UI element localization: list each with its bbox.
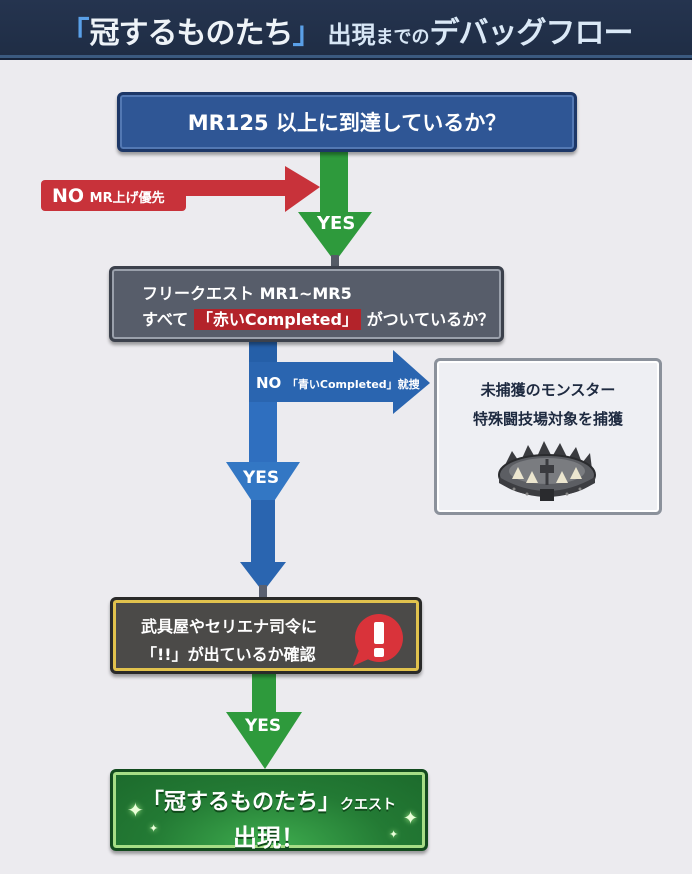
- free-quest-prefix: すべて: [142, 310, 189, 329]
- yes-label-1: YES: [317, 213, 356, 234]
- no-arrow-blue: [249, 350, 430, 414]
- sparkle-icon: ✦: [403, 808, 419, 829]
- capture-line2: 特殊闘技場対象を捕獲: [472, 410, 623, 428]
- sparkle-icon: ✦: [389, 828, 399, 841]
- sparkle-icon: ✦: [127, 798, 144, 822]
- result-line2: 出現！: [233, 824, 305, 852]
- node-npc-check: 武具屋やセリエナ司令に 「!!」が出ているか確認: [110, 597, 422, 674]
- free-quest-line1: フリークエスト MR1~MR5: [142, 284, 352, 303]
- no-arrow-mr: [41, 166, 320, 212]
- node-mr-check: MR125 以上に到達しているか？: [117, 92, 577, 152]
- no-text: NO: [256, 374, 282, 392]
- red-completed-tag: 「赤いCompleted」: [193, 309, 361, 330]
- yes-label-2: YES: [243, 468, 280, 488]
- free-quest-suffix: がついているか？: [366, 310, 495, 329]
- free-quest-line2: すべて 「赤いCompleted」 がついているか？: [142, 307, 501, 333]
- result-quest-suffix: クエスト: [340, 797, 396, 813]
- no-text: NO: [52, 185, 85, 207]
- yes-label-3: YES: [245, 716, 282, 736]
- no-mr-reason: MR上げ優先: [89, 191, 165, 206]
- node-result: 「冠するものたち」クエスト 出現！ ✦ ✦ ✦ ✦: [110, 769, 428, 852]
- result-line1: 「冠するものたち」クエスト: [113, 784, 425, 816]
- title-mid: 出現: [327, 21, 376, 49]
- sparkle-icon: ✦: [149, 822, 159, 835]
- exclamation-alert-icon: [353, 614, 403, 666]
- npc-check-line2: 「!!」が出ているか確認: [141, 645, 316, 664]
- node-mr-check-text: MR125 以上に到達しているか？: [187, 111, 507, 135]
- npc-check-line1: 武具屋やセリエナ司令に: [141, 617, 318, 636]
- node-capture: 未捕獲のモンスター 特殊闘技場対象を捕獲: [434, 358, 662, 515]
- no-label-mr: NO MR上げ優先: [52, 185, 165, 207]
- title-end: デバッグフロー: [429, 16, 634, 51]
- bear-trap-icon: [498, 441, 596, 501]
- result-quest-name: 「冠するものたち」: [141, 790, 340, 815]
- no-label-blue: NO 「青いCompleted」就捜: [256, 373, 420, 392]
- yes-arrow-1: [298, 152, 372, 267]
- no-blue-reason: 「青いCompleted」就捜: [286, 378, 420, 391]
- yes-arrow-3: [226, 674, 302, 769]
- title-bracket-close: 」: [292, 16, 323, 51]
- page-title: 「冠するものたち」 出現までのデバッグフロー: [0, 8, 692, 52]
- capture-line1: 未捕獲のモンスター: [480, 381, 616, 399]
- title-small: までの: [375, 27, 430, 48]
- title-bracket-open: 「: [59, 16, 90, 51]
- header-bar: 「冠するものたち」 出現までのデバッグフロー: [0, 0, 692, 58]
- title-main: 冠するものたち: [89, 16, 293, 51]
- node-free-quest: フリークエスト MR1~MR5 すべて 「赤いCompleted」 がついている…: [109, 266, 504, 342]
